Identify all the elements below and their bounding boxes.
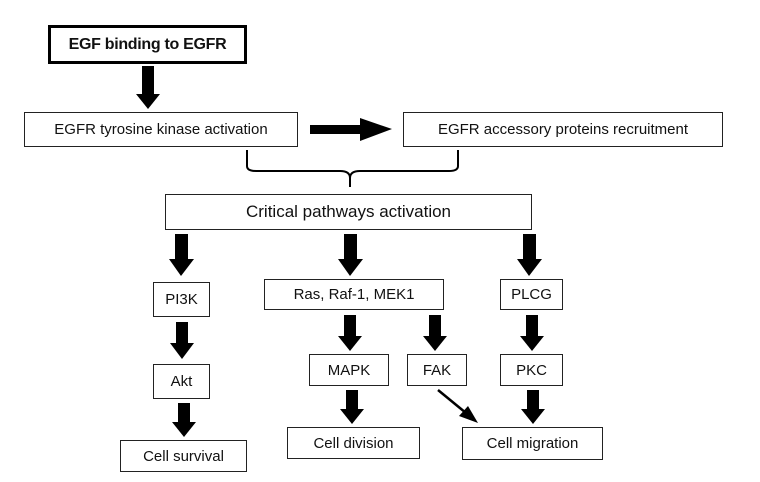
arrow-critical-to-ras (338, 234, 363, 276)
arrow-egf-to-tk (136, 66, 160, 109)
node-pi3k: PI3K (153, 282, 210, 317)
arrow-pi3k-to-akt (170, 322, 194, 359)
arrow-critical-to-pi3k (169, 234, 194, 276)
arrow-ras-to-mapk (338, 315, 362, 351)
node-cell-division: Cell division (287, 427, 420, 459)
node-tk-activation: EGFR tyrosine kinase activation (24, 112, 298, 147)
node-akt: Akt (153, 364, 210, 399)
node-critical-pathways: Critical pathways activation (165, 194, 532, 230)
arrow-pkc-to-migration (521, 390, 545, 424)
arrow-akt-to-survival (172, 403, 196, 437)
bracket-merge (246, 150, 459, 187)
arrow-plcg-to-pkc (520, 315, 544, 351)
arrow-fak-to-migration (437, 389, 478, 423)
node-egf-binding: EGF binding to EGFR (48, 25, 247, 64)
arrow-critical-to-plcg (517, 234, 542, 276)
node-accessory-recruitment: EGFR accessory proteins recruitment (403, 112, 723, 147)
node-cell-survival: Cell survival (120, 440, 247, 472)
arrow-mapk-to-division (340, 390, 364, 424)
arrow-tk-to-accessory (310, 118, 392, 141)
node-plcg: PLCG (500, 279, 563, 310)
node-pkc: PKC (500, 354, 563, 386)
node-fak: FAK (407, 354, 467, 386)
arrow-ras-to-fak (423, 315, 447, 351)
node-ras-raf-mek: Ras, Raf-1, MEK1 (264, 279, 444, 310)
node-cell-migration: Cell migration (462, 427, 603, 460)
node-mapk: MAPK (309, 354, 389, 386)
